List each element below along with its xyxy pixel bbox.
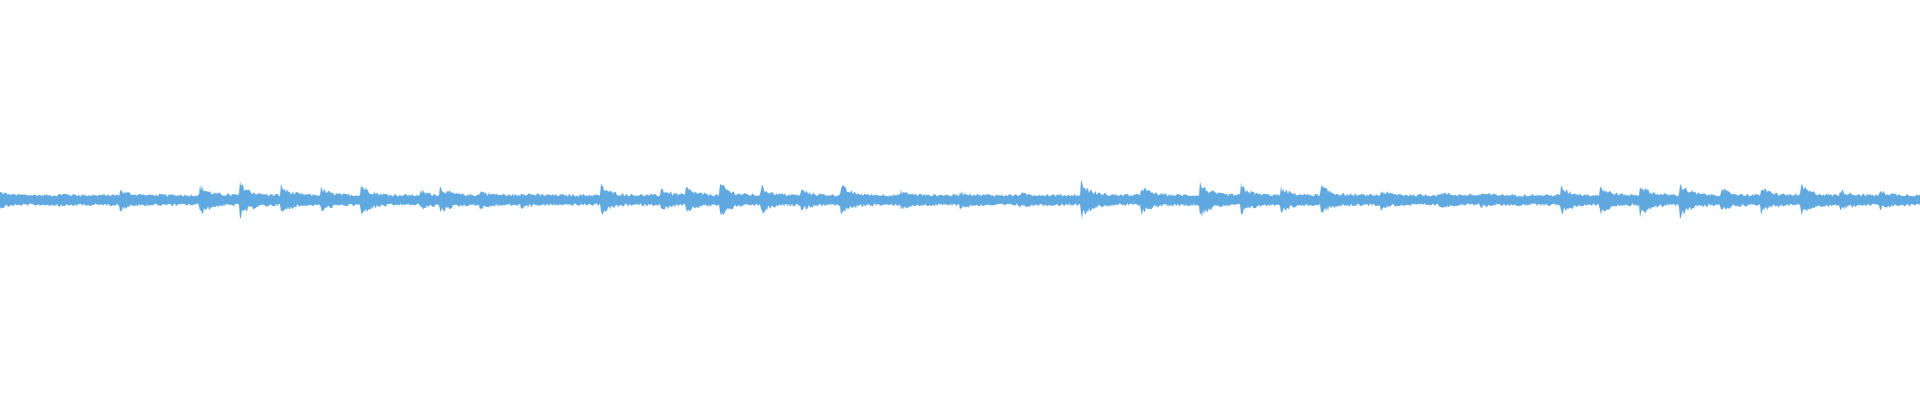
waveform-path — [0, 180, 1920, 220]
